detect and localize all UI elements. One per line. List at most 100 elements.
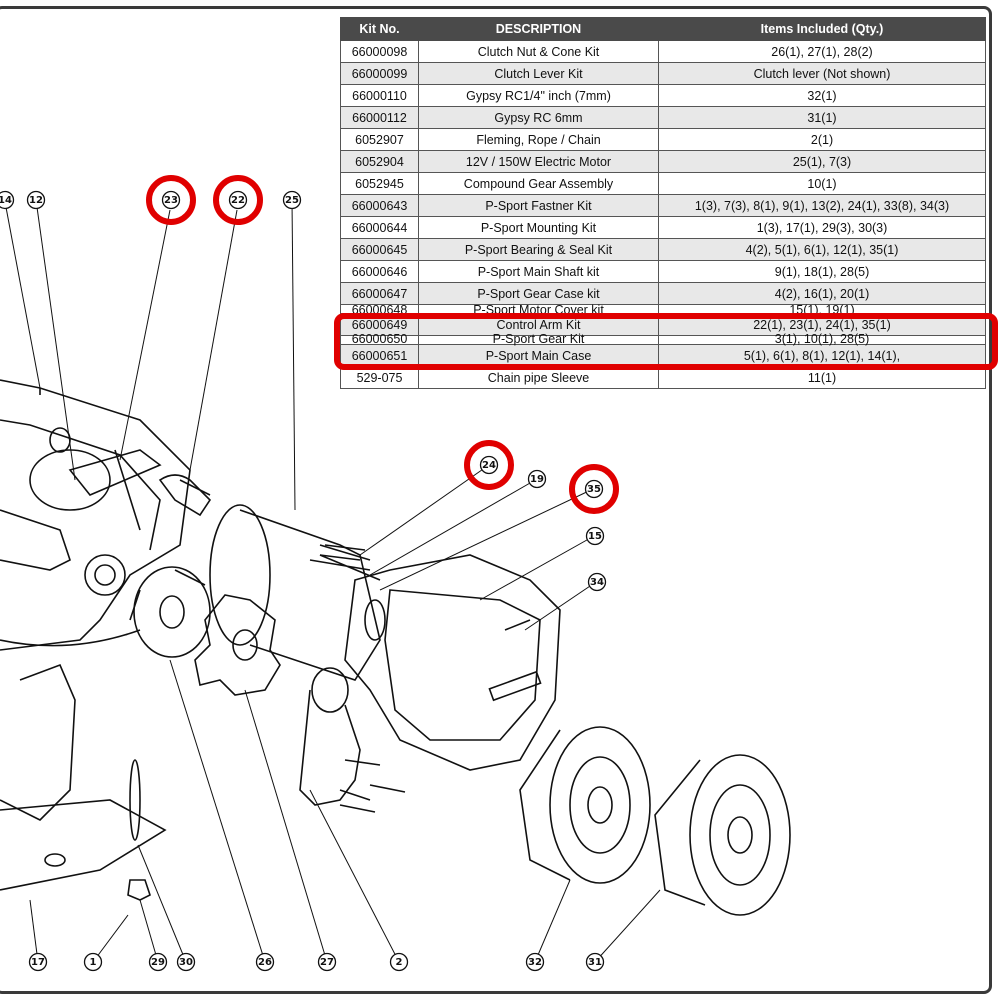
- callout-number: 29: [151, 957, 165, 968]
- callout-number: 22: [231, 195, 245, 206]
- mounting-plate-drawing: [0, 663, 167, 901]
- callout-number: 1: [90, 957, 97, 968]
- callout-number: 12: [29, 195, 43, 206]
- callout-31: 31: [585, 952, 605, 972]
- kit-parts-table: Kit No. DESCRIPTION Items Included (Qty.…: [340, 17, 986, 389]
- kit-no-cell: 6052907: [340, 128, 419, 151]
- leader-lines: [4, 199, 661, 963]
- kit-no-cell: 66000112: [340, 106, 419, 129]
- control-arm-drawing: [299, 544, 381, 806]
- callout-34: 34: [587, 572, 607, 592]
- items-cell: 25(1), 7(3): [658, 150, 986, 173]
- callout-number: 31: [588, 957, 602, 968]
- description-cell: Clutch Nut & Cone Kit: [418, 40, 659, 63]
- highlight-ring-22: [213, 175, 263, 225]
- highlight-ring-24: [464, 440, 514, 490]
- callout-circle: [161, 190, 181, 210]
- callout-35: 35: [569, 464, 619, 514]
- gypsy-large-drawing: [654, 754, 791, 916]
- description-cell: P-Sport Bearing & Seal Kit: [418, 238, 659, 261]
- kit-no-cell: 66000644: [340, 216, 419, 239]
- callout-26: 26: [255, 952, 275, 972]
- items-cell: 5(1), 6(1), 8(1), 12(1), 14(1),: [658, 344, 986, 367]
- callout-number: 35: [587, 484, 601, 495]
- kit-no-cell: 66000643: [340, 194, 419, 217]
- callout-circle: [26, 190, 46, 210]
- description-cell: P-Sport Fastner Kit: [418, 194, 659, 217]
- description-cell: P-Sport Mounting Kit: [418, 216, 659, 239]
- callout-circle: [148, 952, 168, 972]
- kit-no-cell: 6052904: [340, 150, 419, 173]
- callout-number: 19: [530, 474, 544, 485]
- description-cell: Gypsy RC 6mm: [418, 106, 659, 129]
- callout-circle: [527, 469, 547, 489]
- callout-circle: [0, 190, 15, 210]
- callout-circle: [587, 572, 607, 592]
- callout-circle: [389, 952, 409, 972]
- items-cell: 1(3), 7(3), 8(1), 9(1), 13(2), 24(1), 33…: [658, 194, 986, 217]
- callout-circle: [317, 952, 337, 972]
- callout-number: 30: [179, 957, 193, 968]
- callout-15: 15: [585, 526, 605, 546]
- kit-no-cell: 66000651: [340, 344, 419, 367]
- description-cell: Fleming, Rope / Chain: [418, 128, 659, 151]
- callout-14: 14: [0, 190, 15, 210]
- callout-circle: [83, 952, 103, 972]
- callout-circle: [479, 455, 499, 475]
- description-cell: Clutch Lever Kit: [418, 62, 659, 85]
- items-cell: 4(2), 16(1), 20(1): [658, 282, 986, 305]
- items-cell: Clutch lever (Not shown): [658, 62, 986, 85]
- header-kit-no: Kit No.: [340, 17, 419, 41]
- callout-22: 22: [213, 175, 263, 225]
- callout-circle: [525, 952, 545, 972]
- highlight-control-arm-kit-row: [334, 313, 998, 370]
- callout-23: 23: [146, 175, 196, 225]
- callout-number: 17: [31, 957, 45, 968]
- clutch-cone-drawing: [129, 566, 211, 658]
- callout-number: 23: [164, 195, 178, 206]
- items-cell: 32(1): [658, 84, 986, 107]
- description-cell: Compound Gear Assembly: [418, 172, 659, 195]
- callout-circle: [255, 952, 275, 972]
- gypsy-small-drawing: [519, 726, 651, 884]
- kit-no-cell: 66000110: [340, 84, 419, 107]
- callout-circle: [585, 526, 605, 546]
- items-cell: 26(1), 27(1), 28(2): [658, 40, 986, 63]
- callout-number: 2: [396, 957, 403, 968]
- items-cell: 4(2), 5(1), 6(1), 12(1), 35(1): [658, 238, 986, 261]
- highlight-ring-35: [569, 464, 619, 514]
- items-cell: 31(1): [658, 106, 986, 129]
- items-cell: 2(1): [658, 128, 986, 151]
- callout-circle: [176, 952, 196, 972]
- callout-19: 19: [527, 469, 547, 489]
- kit-no-cell: 6052945: [340, 172, 419, 195]
- callout-circle: [228, 190, 248, 210]
- kit-no-cell: 66000099: [340, 62, 419, 85]
- clutch-nut-drawing: [194, 594, 281, 696]
- callout-29: 29: [148, 952, 168, 972]
- callout-number: 25: [285, 195, 299, 206]
- kit-no-cell: 66000646: [340, 260, 419, 283]
- description-cell: 12V / 150W Electric Motor: [418, 150, 659, 173]
- callout-number: 15: [588, 531, 602, 542]
- callout-circle: [28, 952, 48, 972]
- callout-number: 24: [482, 460, 496, 471]
- motor-drawing: [209, 504, 381, 681]
- kit-no-cell: 66000645: [340, 238, 419, 261]
- callout-30: 30: [176, 952, 196, 972]
- callout-number: 34: [590, 577, 604, 588]
- kit-no-cell: 66000098: [340, 40, 419, 63]
- highlight-ring-23: [146, 175, 196, 225]
